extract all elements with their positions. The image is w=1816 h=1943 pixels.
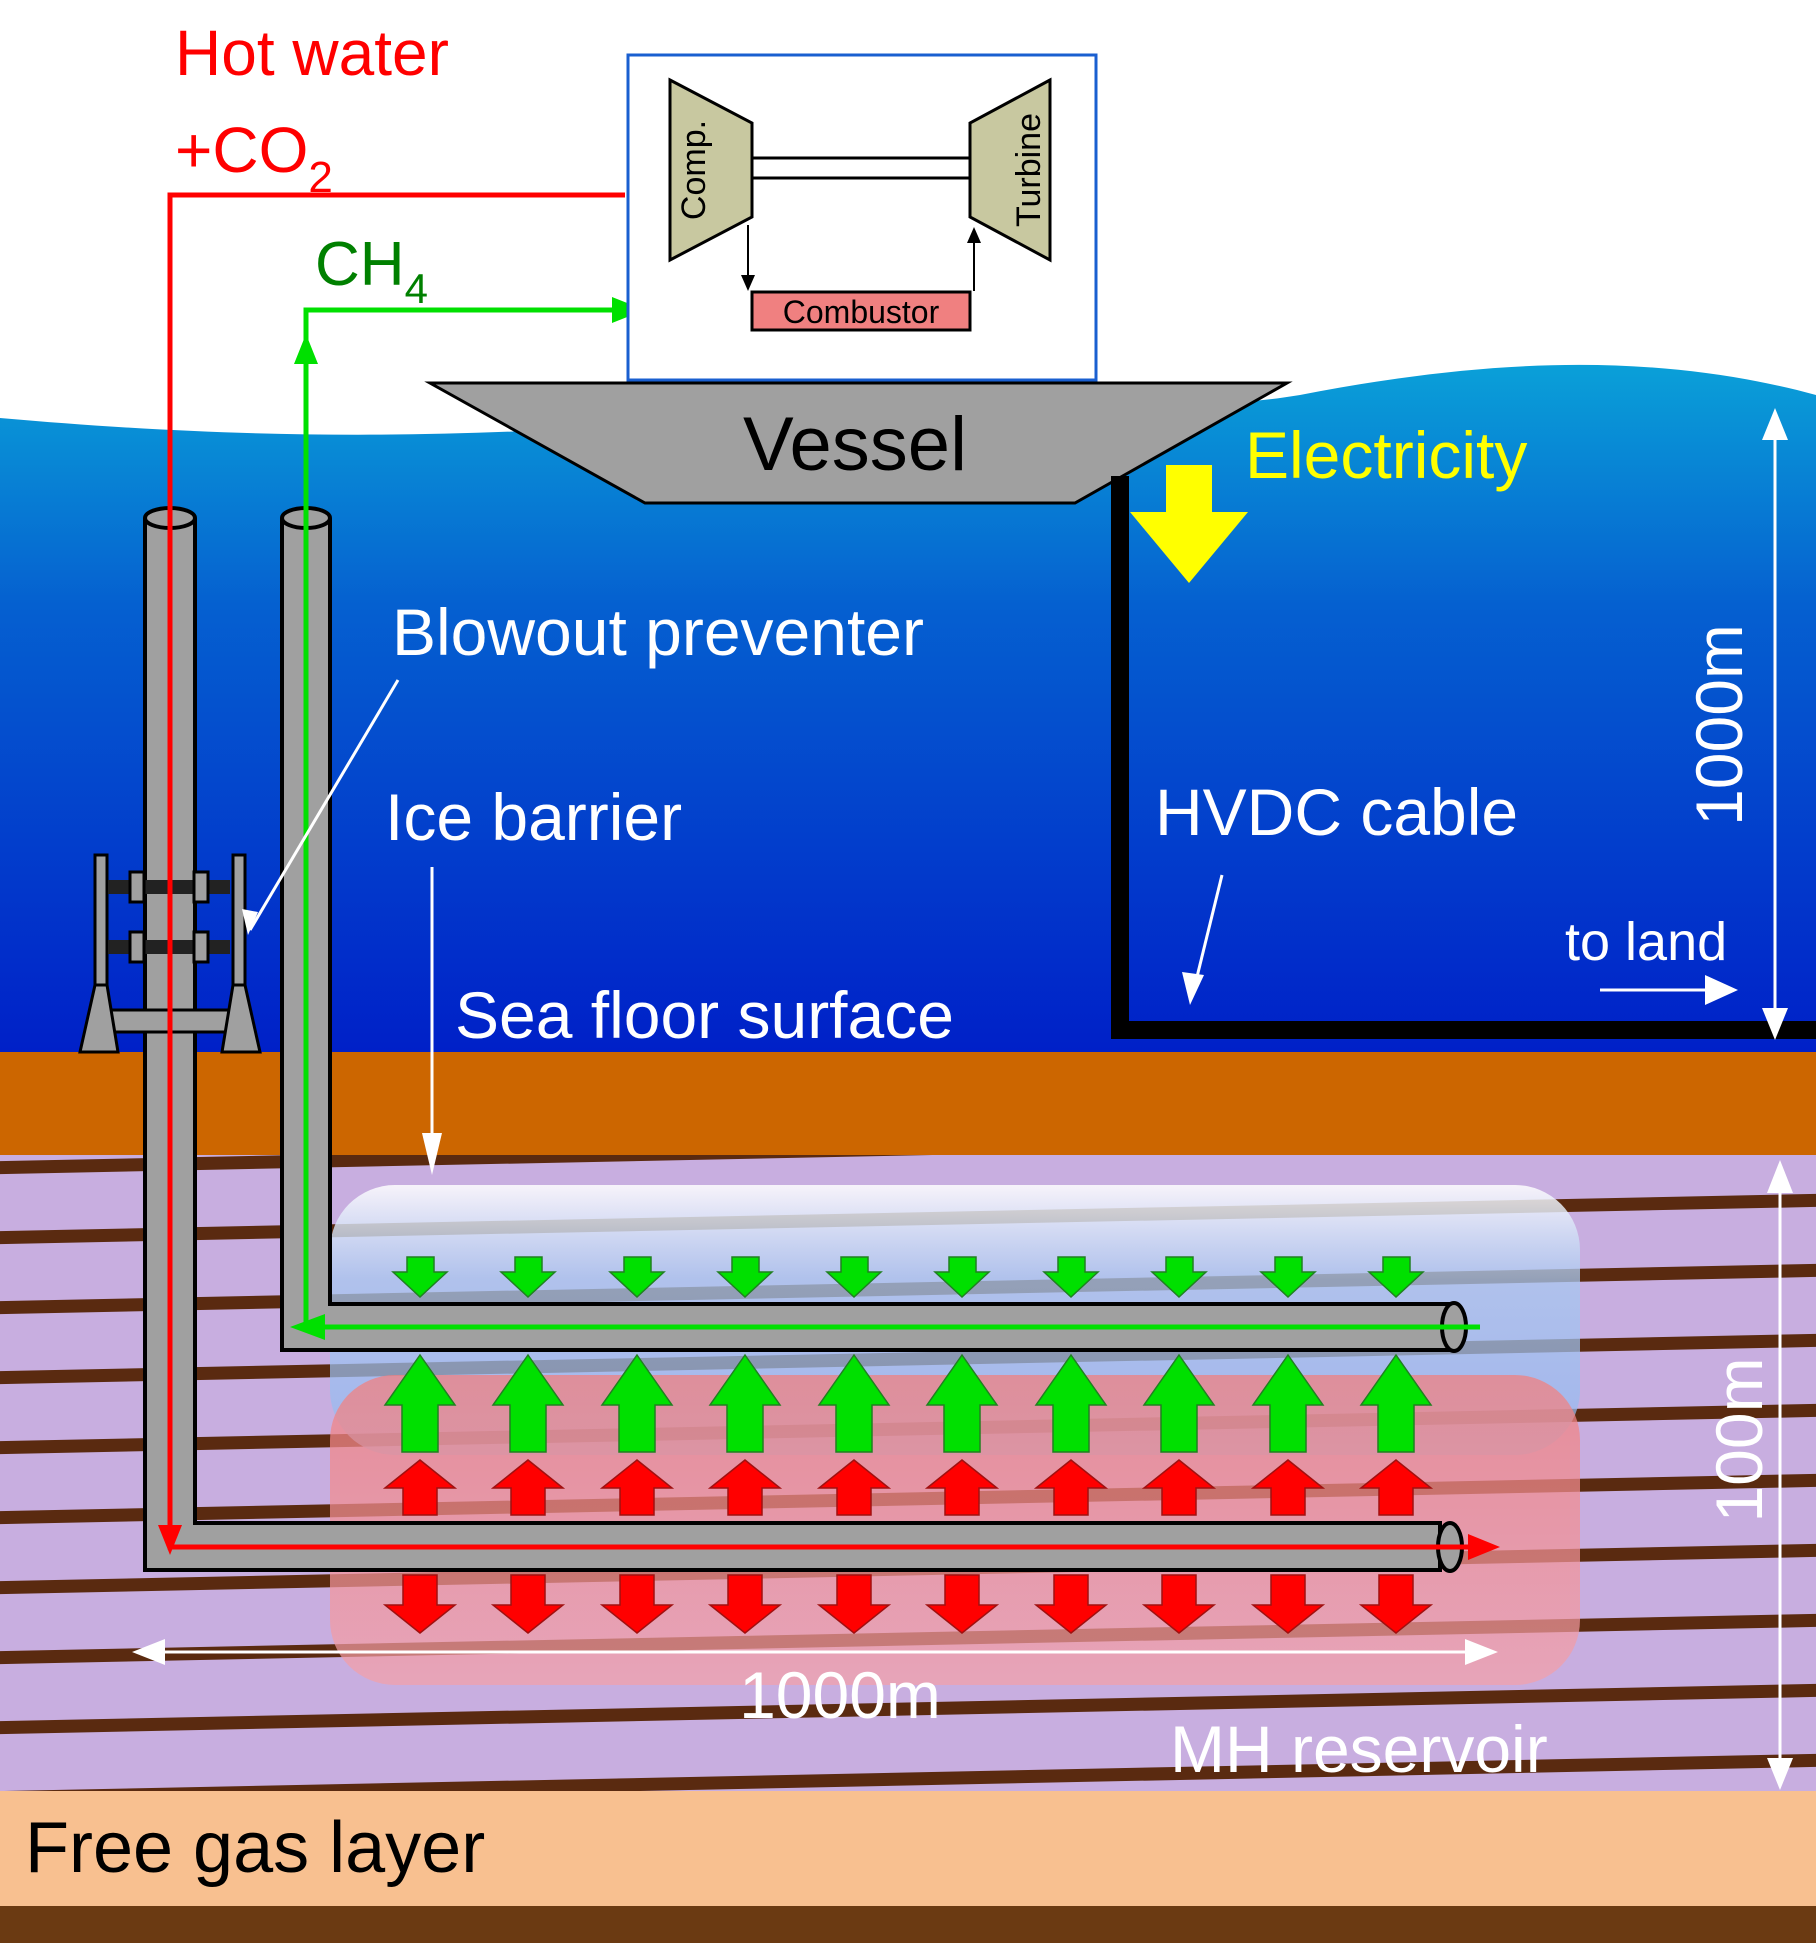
- sea-depth-arrow-bottom: [1762, 1008, 1788, 1040]
- methane-arrowhead-left: [290, 1314, 325, 1340]
- to-land-label: to land: [1565, 912, 1727, 972]
- combustor-to-turbine-arrowhead: [967, 227, 981, 243]
- hot-water-up-arrows: [382, 1459, 1434, 1516]
- sea-floor-sediment: [0, 1052, 1816, 1155]
- hot-water-arrowhead-end: [1468, 1534, 1500, 1560]
- methane-release-arrows: [383, 1353, 1433, 1453]
- combustor: [750, 290, 972, 332]
- ch4-label: CH4: [315, 230, 428, 312]
- hvdc-cable-label: HVDC cable: [1155, 775, 1518, 849]
- vessel-hull: [424, 381, 1293, 505]
- ch4-prefix: CH: [315, 230, 405, 299]
- electricity-arrow: [1130, 465, 1248, 583]
- blowout-preventer-pointer-head: [242, 909, 258, 935]
- vessel-label: Vessel: [743, 402, 967, 487]
- sea-floor-surface-label: Sea floor surface: [455, 978, 954, 1052]
- co2-prefix: +CO: [175, 114, 308, 186]
- electricity-label: Electricity: [1245, 418, 1527, 492]
- to-land-arrowhead: [1705, 975, 1738, 1005]
- turbine-shaft: [750, 156, 972, 180]
- hot-water-down-arrows: [382, 1574, 1434, 1634]
- blowout-preventer-label: Blowout preventer: [392, 595, 924, 669]
- mh-reservoir-label: MH reservoir: [1170, 1712, 1548, 1786]
- well-length-label: 1000m: [739, 1658, 941, 1732]
- reservoir-thickness-arrow-bottom: [1767, 1758, 1793, 1790]
- reservoir-thickness-label: 100m: [1702, 1357, 1776, 1522]
- methane-line: [303, 307, 1480, 1330]
- free-gas-layer: [0, 1791, 1816, 1906]
- hot-water-label: Hot water: [175, 17, 449, 89]
- well-length-arrow-left: [132, 1639, 165, 1665]
- comp-label: Comp.: [675, 120, 713, 220]
- free-gas-layer-label: Free gas layer: [25, 1808, 485, 1888]
- ch4-subscript: 4: [405, 265, 428, 312]
- ice-barrier-pointer-head: [422, 1133, 442, 1175]
- blowout-preventer: [78, 853, 262, 1054]
- sea-water: [0, 364, 1816, 1052]
- hot-water-line: [167, 192, 1470, 1550]
- reservoir-thickness-arrow-top: [1767, 1160, 1793, 1193]
- turbine-label: Turbine: [1010, 113, 1048, 227]
- hvdc-cable-pointer-head: [1182, 972, 1204, 1005]
- hot-water-arrowhead-down: [158, 1525, 182, 1555]
- sea-depth-label: 1000m: [1682, 624, 1756, 826]
- well-length-arrow-right: [1465, 1639, 1498, 1665]
- blowout-preventer-pointer: [248, 679, 400, 931]
- compressor: [668, 77, 754, 263]
- bedrock: [0, 1906, 1816, 1943]
- turbine: [968, 77, 1052, 263]
- co2-subscript: 2: [308, 153, 332, 202]
- combustor-label: Combustor: [783, 294, 940, 330]
- comp-to-combustor-arrowhead: [741, 275, 755, 291]
- hvdc-cable: [1111, 476, 1816, 1039]
- methane-arrowhead-up: [294, 334, 318, 364]
- ice-barrier-arrows: [391, 1256, 1425, 1299]
- hvdc-cable-pointer: [1193, 874, 1224, 986]
- co2-label: +CO2: [175, 114, 333, 202]
- ice-barrier-label: Ice barrier: [385, 780, 682, 854]
- sea-depth-arrow-top: [1762, 408, 1788, 440]
